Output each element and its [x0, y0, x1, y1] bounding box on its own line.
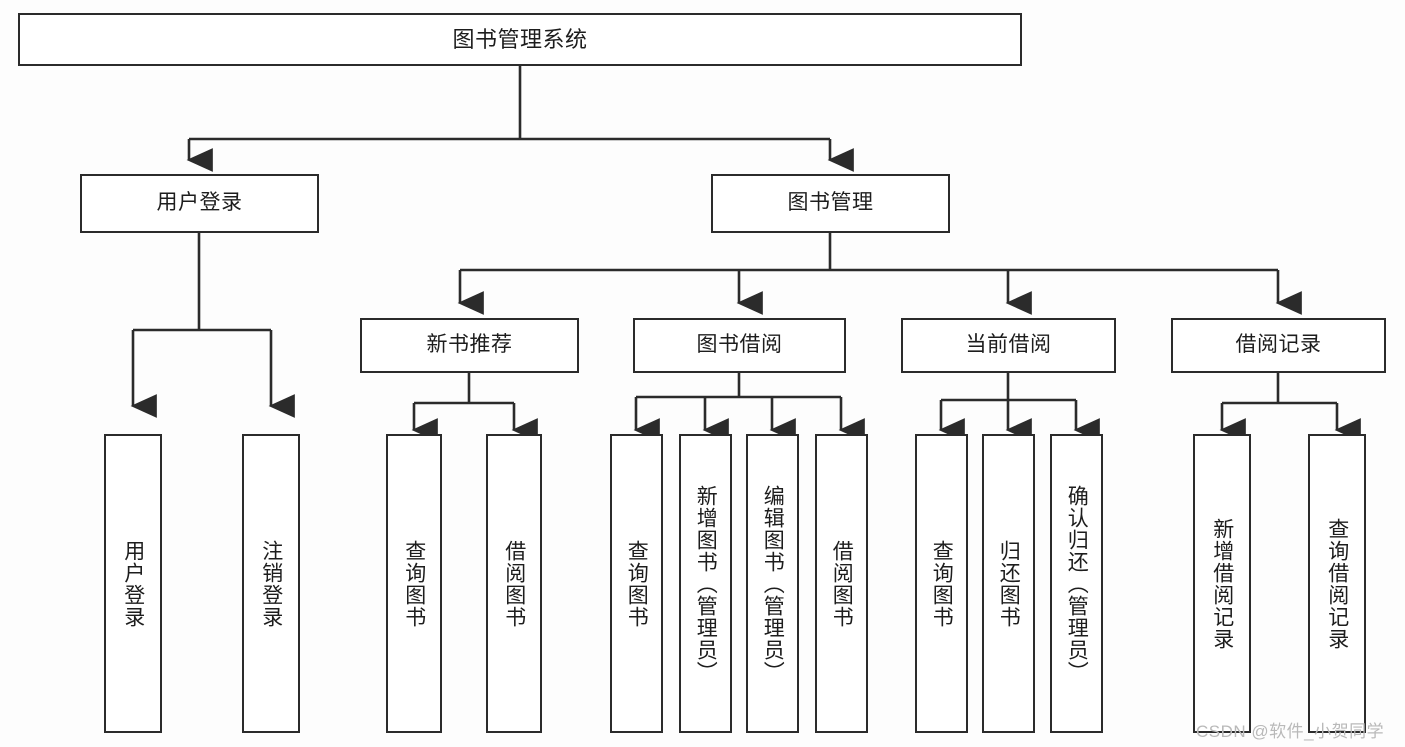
node-label: 查询图书 — [625, 539, 649, 628]
node-current-borrow[interactable]: 当前借阅 — [901, 318, 1116, 373]
node-book-management[interactable]: 图书管理 — [711, 174, 950, 233]
leaf-new-book-borrow[interactable]: 借阅图书 — [486, 434, 542, 733]
node-new-book-recommend[interactable]: 新书推荐 — [360, 318, 579, 373]
node-label: 借阅图书 — [502, 539, 526, 628]
leaf-new-book-query[interactable]: 查询图书 — [386, 434, 442, 733]
node-root-book-management-system[interactable]: 图书管理系统 — [18, 13, 1022, 66]
node-label: 查询图书 — [402, 539, 426, 628]
node-label: 当前借阅 — [965, 333, 1052, 357]
leaf-current-borrow-query[interactable]: 查询图书 — [915, 434, 968, 733]
node-label: 借阅图书 — [830, 539, 854, 628]
node-label: 归还图书 — [997, 539, 1021, 628]
node-label: 查询图书 — [930, 539, 954, 628]
leaf-borrow-record-add[interactable]: 新增借阅记录 — [1193, 434, 1251, 733]
leaf-borrow-record-query[interactable]: 查询借阅记录 — [1308, 434, 1366, 733]
node-label: 图书管理系统 — [452, 26, 588, 52]
node-label: 借阅记录 — [1235, 333, 1322, 357]
node-label: 新增借阅记录 — [1210, 517, 1234, 650]
node-label: 新书推荐 — [426, 333, 513, 357]
leaf-user-login-signout[interactable]: 注销登录 — [242, 434, 300, 733]
node-borrow-record[interactable]: 借阅记录 — [1171, 318, 1386, 373]
node-label: 确认归还（管理员） — [1065, 484, 1089, 683]
watermark-text: CSDN @软件_小贺同学 — [1196, 722, 1385, 741]
node-label: 用户登录 — [156, 191, 243, 215]
node-label: 查询借阅记录 — [1325, 517, 1349, 650]
leaf-user-login-signin[interactable]: 用户登录 — [104, 434, 162, 733]
leaf-book-borrow-edit[interactable]: 编辑图书（管理员） — [746, 434, 799, 733]
node-label: 注销登录 — [259, 539, 283, 628]
node-user-login[interactable]: 用户登录 — [80, 174, 319, 233]
leaf-book-borrow-add[interactable]: 新增图书（管理员） — [679, 434, 732, 733]
node-label: 编辑图书（管理员） — [761, 484, 785, 683]
leaf-current-borrow-return[interactable]: 归还图书 — [982, 434, 1035, 733]
leaf-book-borrow-lend[interactable]: 借阅图书 — [815, 434, 868, 733]
node-book-borrow[interactable]: 图书借阅 — [633, 318, 846, 373]
node-label: 用户登录 — [121, 539, 145, 628]
leaf-book-borrow-query[interactable]: 查询图书 — [610, 434, 663, 733]
node-label: 新增图书（管理员） — [694, 484, 718, 683]
node-label: 图书管理 — [787, 191, 874, 215]
leaf-current-borrow-confirm-return[interactable]: 确认归还（管理员） — [1050, 434, 1103, 733]
node-label: 图书借阅 — [696, 333, 783, 357]
